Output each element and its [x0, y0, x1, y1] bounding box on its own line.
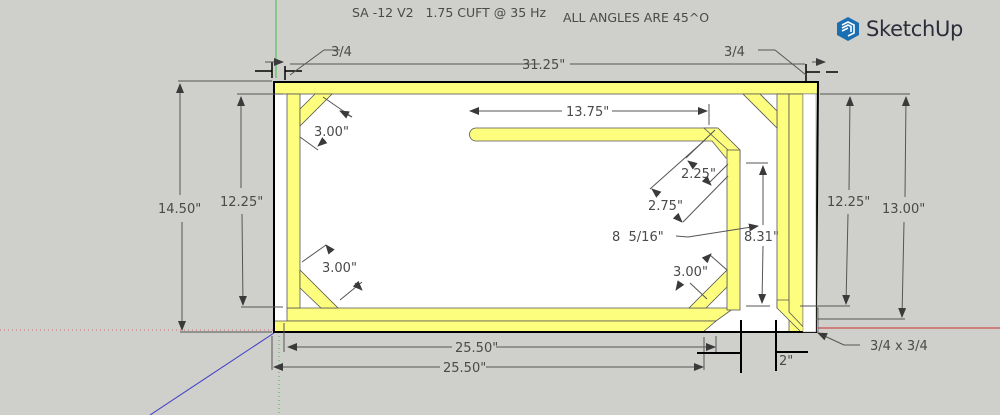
dim-top-overall: 31.25"	[522, 58, 565, 73]
top-panel[interactable]	[273, 81, 819, 95]
dim-right-inner-height: 12.25"	[827, 195, 870, 210]
brace-bottom-right[interactable]	[688, 269, 728, 309]
dim-slot-length: 13.75"	[566, 105, 609, 120]
sketchup-logo-text: SketchUp	[866, 17, 964, 41]
right-cleat-gap	[802, 93, 817, 333]
dim-divider-height: 8.31"	[744, 230, 779, 245]
dim-corner-cleat: 3/4 x 3/4	[870, 339, 928, 354]
dimension-lines	[176, 49, 910, 373]
dim-left-outer-height: 14.50"	[158, 202, 201, 217]
dim-top-right-thickness: 3/4	[724, 45, 745, 60]
angle-note: ALL ANGLES ARE 45^O	[563, 10, 709, 25]
bottom-panel-upper[interactable]	[286, 307, 736, 322]
blue-axis	[149, 332, 275, 415]
dim-bottom-inner-length: 25.50"	[455, 341, 498, 356]
dim-port-gap: 2"	[779, 354, 793, 369]
dim-brace-bottom-right: 3.00"	[673, 265, 708, 280]
dim-chamfer-inner: 2.25"	[681, 167, 716, 182]
dim-brace-bottom-left: 3.00"	[322, 261, 357, 276]
right-post-outer[interactable]	[788, 93, 804, 333]
sketchup-logo-icon	[837, 17, 859, 41]
brace-bottom-left[interactable]	[299, 269, 339, 309]
dim-divider-fraction: 8 5/16"	[612, 230, 664, 245]
dim-chamfer-outer: 2.75"	[648, 199, 683, 214]
dim-bottom-outer-length: 25.50"	[443, 361, 486, 376]
enclosure-drawing[interactable]	[273, 81, 820, 333]
right-post-inner[interactable]	[776, 93, 790, 309]
dim-right-outer-height: 13.00"	[882, 202, 925, 217]
sketchup-logo: SketchUp	[836, 16, 963, 42]
brace-top-right[interactable]	[742, 93, 778, 129]
drawing-title: SA -12 V2 1.75 CUFT @ 35 Hz	[352, 5, 547, 20]
dim-left-inner-height: 12.25"	[220, 195, 263, 210]
bottom-panel-lower[interactable]	[273, 320, 718, 333]
dim-brace-top-left: 3.00"	[314, 125, 349, 140]
left-post[interactable]	[286, 93, 301, 309]
dim-top-left-thickness: 3/4	[331, 45, 352, 60]
brace-top-left[interactable]	[299, 93, 333, 127]
